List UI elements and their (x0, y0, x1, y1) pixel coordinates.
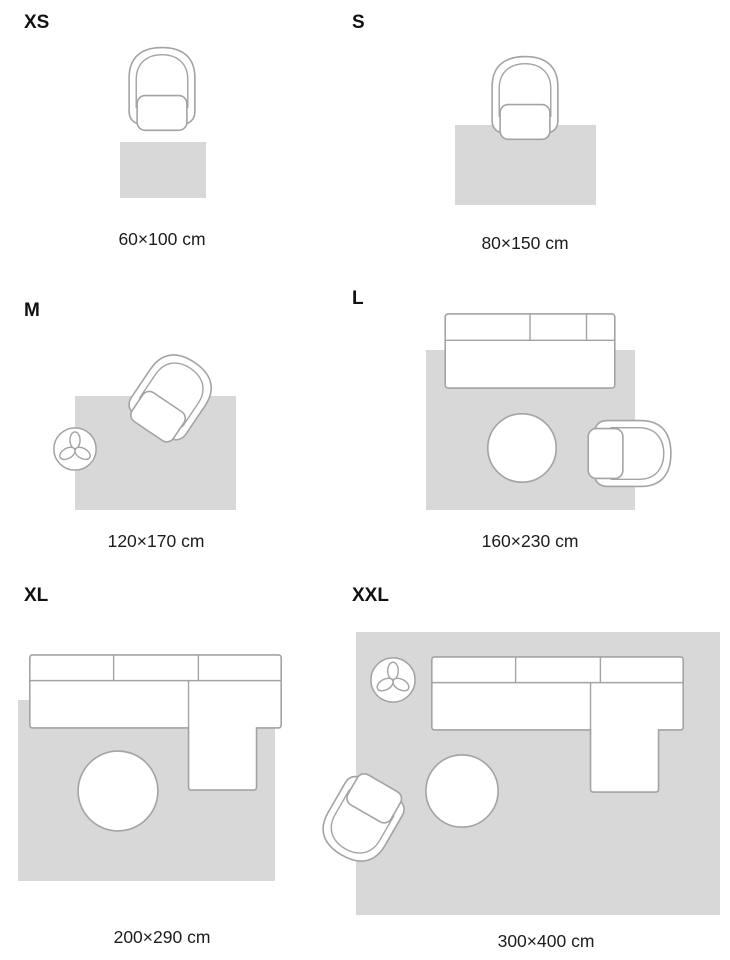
size-label-xl: XL (24, 585, 49, 606)
rug-xs (120, 142, 206, 198)
dimension-label-xs: 60×100 cm (118, 229, 205, 249)
dimension-label-xxl: 300×400 cm (498, 931, 595, 951)
plant-icon (370, 657, 416, 703)
size-label-xs: XS (24, 12, 49, 33)
coffee-table-icon (425, 754, 499, 828)
size-section-l: L 160×230 cm (352, 288, 672, 551)
size-label-s: S (352, 12, 365, 33)
dimension-label-xl: 200×290 cm (114, 927, 211, 947)
armchair-icon (491, 55, 559, 140)
size-section-m: M 120×170 cm (24, 300, 236, 551)
size-section-xs: XS 60×100 cm (24, 12, 206, 249)
dimension-label-s: 80×150 cm (481, 233, 568, 253)
plant-icon (53, 427, 97, 471)
coffee-table-icon (487, 413, 557, 483)
size-section-xl: XL 200×290 cm (18, 585, 282, 947)
size-section-s: S 80×150 cm (352, 12, 596, 253)
dimension-label-m: 120×170 cm (108, 531, 205, 551)
armchair-icon (128, 46, 196, 131)
coffee-table-icon (77, 750, 159, 832)
sofa-icon (444, 313, 616, 389)
size-section-xxl: XXL 300×400 cm (312, 585, 720, 951)
size-label-m: M (24, 300, 40, 321)
size-label-l: L (352, 288, 364, 309)
armchair-icon (587, 419, 672, 488)
size-label-xxl: XXL (352, 585, 389, 606)
dimension-label-l: 160×230 cm (482, 531, 579, 551)
